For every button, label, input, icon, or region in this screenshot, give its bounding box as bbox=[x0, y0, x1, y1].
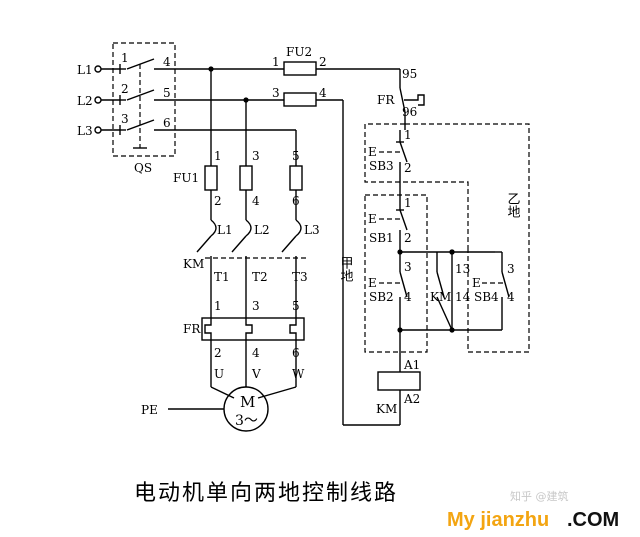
coil-A1: A1 bbox=[403, 358, 420, 372]
fr-pin-1: 1 bbox=[214, 299, 222, 313]
fu1-pin-6: 6 bbox=[292, 194, 300, 208]
W-label: W bbox=[292, 367, 305, 381]
fu2-fuses bbox=[283, 61, 401, 425]
faint-watermark: 知乎 @建筑 bbox=[510, 489, 569, 503]
sb1-E: E bbox=[368, 212, 377, 226]
fu1-pin-3: 3 bbox=[252, 149, 260, 163]
fr-pin-6: 6 bbox=[292, 346, 300, 360]
brand-watermark-suffix: .COM bbox=[567, 509, 619, 531]
qs-pin-3: 3 bbox=[121, 112, 129, 126]
qs-switch-blades bbox=[119, 58, 175, 149]
qs-pin-2: 2 bbox=[121, 82, 129, 96]
fr-pin-5: 5 bbox=[292, 299, 300, 313]
sb3-stop-button bbox=[379, 130, 408, 200]
T3-label: T3 bbox=[292, 270, 308, 284]
sb4-pin-4: 4 bbox=[507, 290, 515, 304]
fr-nc-96: 96 bbox=[402, 105, 417, 119]
fr-thermal-relay bbox=[201, 317, 305, 387]
km-L3-label: L3 bbox=[304, 223, 320, 237]
km-aux-14: 14 bbox=[455, 290, 471, 304]
V-label: V bbox=[251, 367, 261, 381]
qs-pin-4: 4 bbox=[163, 55, 171, 69]
jia-enclosure bbox=[364, 194, 428, 353]
fr-nc-95: 95 bbox=[402, 67, 417, 81]
fr-label: FR bbox=[183, 322, 201, 336]
qs-label: QS bbox=[134, 161, 152, 175]
U-label: U bbox=[214, 367, 224, 381]
fr-nc-label: FR bbox=[377, 93, 395, 107]
fu1-fuses bbox=[204, 165, 303, 220]
qs-pin-5: 5 bbox=[163, 86, 171, 100]
motor-M-label: M bbox=[240, 393, 255, 411]
qs-pin-6: 6 bbox=[163, 116, 171, 130]
fu2-pin-1: 1 bbox=[272, 55, 280, 69]
sb1-stop-button bbox=[379, 200, 408, 252]
qs-pin-1: 1 bbox=[121, 51, 129, 65]
sb3-pin-2: 2 bbox=[404, 161, 412, 175]
sb3-pin-1: 1 bbox=[404, 128, 412, 142]
brand-watermark: My jianzhu bbox=[447, 509, 549, 531]
fu1-pin-5: 5 bbox=[292, 149, 300, 163]
start-branch-network bbox=[379, 249, 510, 372]
fu1-pin-4: 4 bbox=[252, 194, 260, 208]
fr-pin-4: 4 bbox=[252, 346, 260, 360]
yi-label: 乙地 bbox=[505, 192, 521, 218]
T1-label: T1 bbox=[214, 270, 230, 284]
km-L1-label: L1 bbox=[217, 223, 233, 237]
sb2-E: E bbox=[368, 276, 377, 290]
km-main-contacts bbox=[196, 219, 306, 318]
sb2-pin-3: 3 bbox=[404, 260, 412, 274]
power-buses bbox=[175, 66, 297, 166]
sb4-pin-3: 3 bbox=[507, 262, 515, 276]
sb1-pin-1: 1 bbox=[404, 196, 412, 210]
fr-pin-3: 3 bbox=[252, 299, 260, 313]
fr-nc-contact bbox=[399, 87, 425, 130]
fu2-pin-2: 2 bbox=[319, 55, 327, 69]
jia-label: 甲地 bbox=[338, 256, 354, 282]
motor-symbol bbox=[168, 386, 297, 432]
L3-label: L3 bbox=[77, 124, 93, 138]
L2-label: L2 bbox=[77, 94, 93, 108]
sb2-label: SB2 bbox=[369, 290, 394, 304]
fu2-label: FU2 bbox=[286, 45, 312, 59]
fr-pin-2: 2 bbox=[214, 346, 222, 360]
fu1-pin-1: 1 bbox=[214, 149, 222, 163]
km-aux-13: 13 bbox=[455, 262, 470, 276]
sb3-label: SB3 bbox=[369, 159, 394, 173]
coil-A2: A2 bbox=[403, 392, 420, 406]
km-aux-label: KM bbox=[430, 290, 451, 304]
supply-terminals bbox=[94, 65, 120, 134]
sb2-pin-4: 4 bbox=[404, 290, 412, 304]
sb4-label: SB4 bbox=[474, 290, 499, 304]
sb3-E: E bbox=[368, 145, 377, 159]
fu2-pin-3: 3 bbox=[272, 86, 280, 100]
km-L2-label: L2 bbox=[254, 223, 270, 237]
sb4-E: E bbox=[472, 276, 481, 290]
motor-phase-label: 3～ bbox=[235, 413, 258, 429]
L1-label: L1 bbox=[77, 63, 93, 77]
sb1-label: SB1 bbox=[369, 231, 394, 245]
sb1-pin-2: 2 bbox=[404, 231, 412, 245]
km-coil bbox=[343, 371, 421, 426]
km-main-label: KM bbox=[183, 257, 204, 271]
fu2-pin-4: 4 bbox=[319, 86, 327, 100]
fu1-pin-2: 2 bbox=[214, 194, 222, 208]
page-title: 电动机单向两地控制线路 bbox=[134, 481, 398, 506]
fu1-label: FU1 bbox=[173, 171, 199, 185]
PE-label: PE bbox=[141, 403, 158, 417]
yi-enclosure bbox=[405, 123, 530, 353]
T2-label: T2 bbox=[252, 270, 268, 284]
coil-label: KM bbox=[376, 402, 397, 416]
